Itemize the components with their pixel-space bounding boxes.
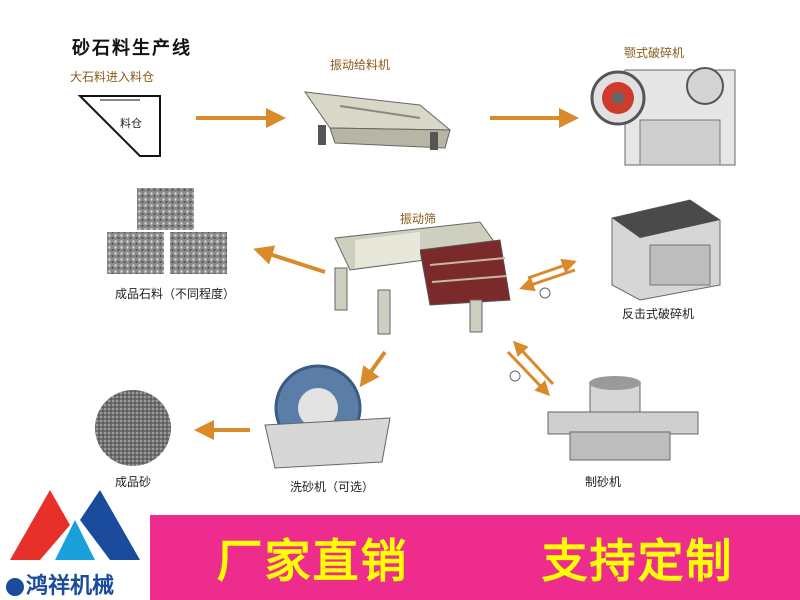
- banner-right-text: 支持定制: [541, 533, 734, 588]
- impact-crusher-machine: [611, 199, 721, 301]
- jaw-crusher-machine: [590, 67, 736, 166]
- finished-sand-label: 成品砂: [115, 475, 152, 489]
- step-marker-2: [509, 370, 521, 382]
- hopper-label: 料仓: [120, 117, 142, 130]
- sand-maker-machine: [547, 376, 699, 461]
- arrow-screen-to-impact: [527, 258, 577, 280]
- finished-stone-label: 成品石料（不同程度）: [115, 287, 236, 301]
- impact-crusher-label: 反击式破碎机: [622, 307, 695, 321]
- vibrating-screen-label: 振动筛: [400, 212, 437, 226]
- arrow-screen-to-washer: [359, 350, 387, 388]
- sand-washer-machine: [264, 364, 391, 469]
- sand-maker-label: 制砂机: [585, 475, 622, 489]
- brand-globe-icon: [6, 578, 24, 596]
- hopper-icon: [77, 95, 161, 157]
- finished-stone-piles: [107, 188, 227, 274]
- arrow-screen-to-sandmaker: [506, 350, 551, 397]
- vibrating-feeder-machine: [303, 91, 452, 150]
- sand-washer-label: 洗砂机（可选）: [290, 480, 375, 494]
- step-marker-1: [539, 287, 551, 299]
- feeder-label: 振动给料机: [330, 58, 391, 72]
- arrow-impact-to-screen: [519, 268, 576, 292]
- vibrating-screen-machine: [334, 221, 511, 335]
- jaw-crusher-label: 颚式破碎机: [624, 46, 685, 60]
- brand-logo: [10, 490, 140, 560]
- brand-name-text: 鸿祥机械: [26, 573, 115, 599]
- diagram-title: 砂石料生产线: [72, 38, 192, 59]
- brand-name: 鸿祥机械: [6, 568, 114, 600]
- arrow-sandmaker-to-screen: [512, 340, 555, 386]
- hopper-caption: 大石料进入料仓: [70, 70, 155, 84]
- arrow-screen-to-stone: [253, 245, 326, 274]
- promo-banner: 厂家直销 支持定制: [150, 515, 800, 600]
- finished-sand-pile: [95, 390, 171, 466]
- banner-left-text: 厂家直销: [216, 533, 409, 588]
